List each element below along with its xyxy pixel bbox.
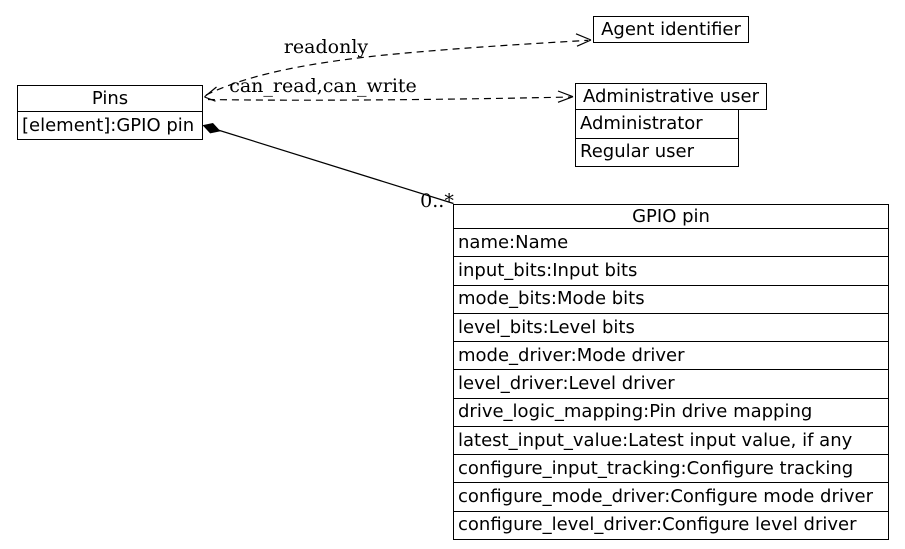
readonly-arrowhead-icon [575,33,592,47]
admin-attr-regular-user: Regular user [576,137,738,167]
admin-attr-administrator: Administrator [580,112,703,134]
gpio-attr-drive-logic-mapping: drive_logic_mapping:Pin drive mapping [454,397,888,426]
gpio-attr-name: name:Name [458,231,569,253]
can-read-write-arrowhead-icon [557,90,574,103]
class-box-gpio-pin: GPIO pin name:Name input_bits:Input bits… [453,204,889,540]
class-box-pins: Pins [element]:GPIO pin [17,85,203,140]
gpio-attr-input-bits: input_bits:Input bits [454,256,888,284]
gpio-attr-configure-mode-driver: configure_mode_driver:Configure mode dri… [454,482,888,510]
edge-label-can-read-can-write: can_read,can_write [229,75,417,97]
gpio-attr-configure-input-tracking: configure_input_tracking:Configure track… [454,454,888,482]
edge-label-multiplicity: 0..* [420,190,454,212]
composition-edge-line [217,129,454,205]
gpio-attr-level-driver: level_driver:Level driver [454,369,888,397]
gpio-attr-latest-input-value: latest_input_value:Latest input value, i… [454,425,888,454]
class-box-agent-identifier: Agent identifier [593,16,749,43]
gpio-attr-mode-driver: mode_driver:Mode driver [454,341,888,369]
gpio-attr-configure-level-driver: configure_level_driver:Configure level d… [454,510,888,539]
class-box-administrative-user-title: Administrative user [575,83,767,110]
readonly-edge-line [205,39,589,96]
gpio-attr-level-bits: level_bits:Level bits [454,312,888,341]
gpio-title: GPIO pin [454,205,888,229]
composition-diamond-icon [202,123,221,134]
can-read-write-edge-line [207,96,572,101]
edge-label-readonly: readonly [283,36,369,58]
class-box-administrative-user-rows: Administrator Regular user [575,109,739,167]
pins-attr-element: [element]:GPIO pin [22,114,195,136]
pins-title: Pins [18,86,202,112]
gpio-attr-mode-bits: mode_bits:Mode bits [454,284,888,313]
